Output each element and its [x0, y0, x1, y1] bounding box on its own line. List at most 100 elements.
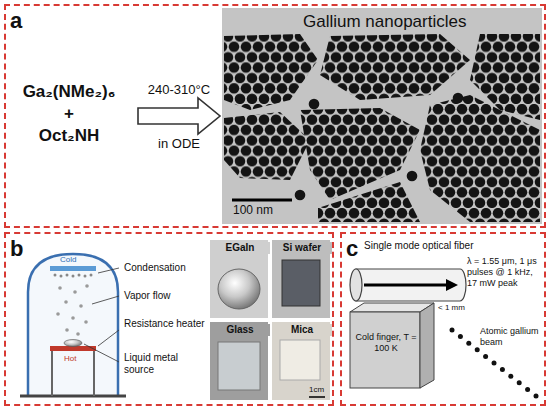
reactant-formula: Ga₂(NMe₂)₆ — [8, 82, 130, 102]
photo-tile: EGaIn — [210, 240, 273, 318]
part-label: Condensation — [123, 262, 207, 274]
laser-spec: λ = 1.55 μm, 1 μs pulses @ 1 kHz, 17 mW … — [467, 256, 541, 288]
atomic-beam — [517, 380, 522, 385]
evaporation-chamber — [72, 275, 75, 278]
tem-image — [453, 93, 464, 104]
evaporation-chamber — [76, 332, 80, 336]
substrate-photo — [210, 240, 330, 400]
leader-line — [98, 330, 119, 346]
evaporation-chamber — [71, 316, 75, 320]
atomic-beam — [450, 328, 455, 333]
reaction-condition: 240-310°C — [134, 82, 224, 98]
tem-image — [407, 171, 418, 182]
photo-label: Si wafer — [272, 242, 332, 254]
tem-image — [318, 182, 420, 222]
cold-finger — [350, 312, 420, 388]
cold-finger — [420, 303, 434, 388]
panel-letter: c — [346, 236, 358, 262]
evaporation-chamber — [79, 304, 83, 308]
atomic-beam — [458, 334, 463, 339]
substrate-photo — [280, 340, 320, 380]
image-title: Gallium nanoparticles — [302, 12, 467, 32]
substrate-photo — [218, 269, 260, 309]
atomic-beam — [483, 354, 488, 359]
atomic-beam — [492, 361, 497, 366]
part-label: Cold finger, T = 100 K — [353, 332, 419, 354]
evaporation-chamber — [20, 395, 126, 398]
photo-tile: Si wafer — [272, 240, 335, 318]
panel-letter: b — [10, 236, 23, 262]
tem-image — [420, 95, 540, 222]
tem-image — [224, 34, 318, 110]
atomic-beam — [475, 347, 480, 352]
optical-fiber — [446, 279, 458, 291]
evaporation-chamber — [64, 300, 68, 304]
reaction-condition: in ODE — [134, 136, 224, 152]
leader-line — [84, 344, 119, 362]
evaporation-chamber — [60, 275, 63, 278]
substrate-photo — [309, 396, 325, 398]
scale-label: 100 nm — [232, 203, 274, 217]
plus-sign: + — [8, 104, 130, 124]
evaporation-chamber — [50, 266, 96, 271]
reaction-arrow — [138, 98, 220, 134]
atomic-beam — [534, 394, 539, 399]
photo-label: Glass — [210, 324, 270, 336]
tem-image-box: Gallium nanoparticles 100 nm — [222, 8, 542, 224]
part-label: Liquid metal source — [123, 352, 207, 376]
evaporation-chamber — [51, 351, 53, 396]
optical-fiber — [350, 269, 362, 301]
part-label: Vapor flow — [123, 290, 207, 302]
evaporation-chamber — [58, 286, 62, 290]
leader-line — [98, 268, 119, 273]
leader-line — [92, 296, 119, 304]
evaporation-chamber — [78, 274, 81, 277]
atomic-beam — [466, 341, 471, 346]
optical-fiber — [350, 269, 466, 301]
panel-frame: a Gallium nanoparticles 100 nm — [4, 4, 546, 228]
scale-label: 1cm — [309, 385, 324, 395]
evaporation-chamber — [28, 254, 118, 396]
reactant-formula: Oct₂NH — [8, 126, 130, 146]
atomic-beam — [525, 387, 530, 392]
optical-fiber — [356, 269, 466, 301]
cold-finger — [350, 303, 434, 388]
substrate-photo — [218, 342, 260, 390]
part-label: Atomic gallium beam — [480, 326, 542, 348]
part-label: Resistance heater — [123, 318, 207, 330]
evaporation-chamber — [64, 340, 82, 347]
evaporation-chamber — [20, 254, 126, 396]
photo-label: Mica — [272, 324, 332, 336]
photo-tile: Glass — [210, 322, 273, 400]
tem-image — [295, 190, 306, 201]
gap-dimension: < 1 mm — [438, 303, 465, 313]
tem-image — [309, 99, 320, 110]
optical-fiber — [364, 284, 446, 287]
evaporation-chamber — [90, 274, 93, 277]
evaporation-chamber — [85, 284, 89, 288]
cold-label: Cold — [60, 255, 76, 265]
evaporation-chamber — [54, 274, 57, 277]
substrate-photo — [282, 260, 320, 306]
hot-label: Hot — [64, 354, 76, 364]
reaction-arrow — [138, 98, 220, 134]
atomic-beam — [500, 367, 505, 372]
photo-tile: Mica — [272, 322, 335, 400]
leader-line — [84, 268, 119, 362]
part-label: Single mode optical fiber — [364, 240, 474, 252]
evaporation-chamber — [65, 328, 69, 332]
photo-label: EGaIn — [210, 242, 270, 254]
panel-letter: a — [10, 8, 22, 34]
atomic-beam — [508, 374, 513, 379]
tem-image — [222, 8, 542, 224]
evaporation-chamber — [66, 274, 69, 277]
evaporation-chamber — [93, 351, 95, 396]
tem-image — [224, 112, 310, 180]
tem-image — [222, 8, 542, 224]
tem-image — [320, 34, 470, 100]
evaporation-chamber — [84, 275, 87, 278]
evaporation-chamber — [56, 312, 60, 316]
evaporation-chamber — [84, 320, 88, 324]
tem-image — [232, 199, 292, 202]
